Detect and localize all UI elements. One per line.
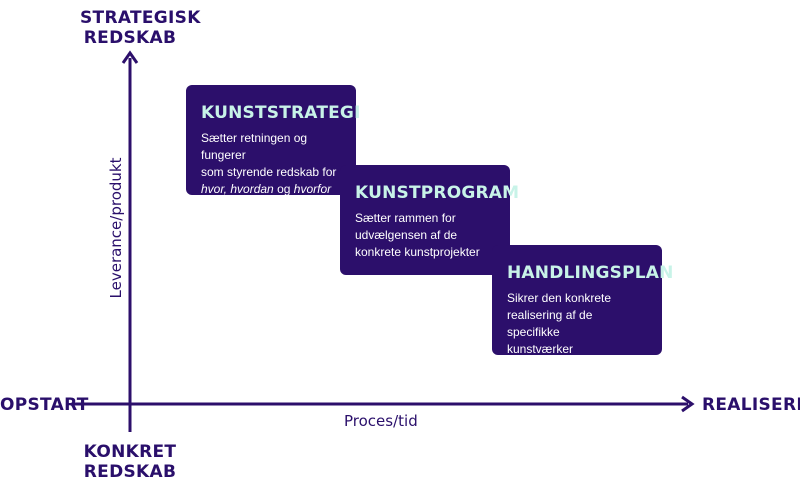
card-text-line: konkrete kunstprojekter [355, 245, 480, 259]
x-axis-label: Proces/tid [344, 412, 418, 430]
right-axis-title: REALISERING [702, 395, 800, 415]
bottom-axis-title-line-1: KONKRET [83, 442, 177, 462]
italic-word-hvorfor: hvorfor [293, 182, 332, 196]
card-title: KUNSTPROGRAM [355, 183, 520, 203]
top-axis-title: STRATEGISK REDSKAB [80, 8, 201, 48]
y-axis-arrowhead [121, 50, 139, 64]
card-text-line: Sikrer den konkrete [507, 291, 612, 305]
bottom-axis-title: KONKRET REDSKAB [80, 442, 180, 482]
card-kunstprogram: KUNSTPROGRAM Sætter rammen for udvælgens… [340, 165, 520, 275]
left-axis-title: OPSTART [0, 395, 89, 415]
card-kunststrategi: KUNSTSTRATEGI Sætter retningen og funger… [186, 85, 361, 198]
bottom-axis-title-line-2: REDSKAB [83, 462, 177, 482]
top-axis-title-line-2: REDSKAB [83, 28, 177, 48]
italic-word-hvor: hvor, [201, 182, 228, 196]
y-axis-label: Leverance/produkt [107, 157, 125, 299]
card-text-line: realisering af de specifikke [507, 308, 593, 339]
card-title: HANDLINGSPLAN [507, 263, 674, 283]
x-axis-arrowhead [681, 395, 695, 413]
italic-word-hvordan: hvordan [230, 182, 274, 196]
card-handlingsplan: HANDLINGSPLAN Sikrer den konkrete realis… [492, 245, 674, 356]
card-text-line: Sætter rammen for [355, 211, 456, 225]
card-text-line-italic: hvor, hvordan og hvorfor [201, 181, 342, 198]
top-axis-title-line-1: STRATEGISK [80, 8, 201, 28]
card-text-line: som styrende redskab for [201, 165, 337, 179]
word-og: og [277, 182, 291, 196]
card-text-line: Sætter retningen og fungerer [201, 131, 308, 162]
card-text-line: kunstværker [507, 342, 574, 356]
card-text-line: udvælgensen af de [355, 228, 458, 242]
card-title: KUNSTSTRATEGI [201, 103, 361, 123]
